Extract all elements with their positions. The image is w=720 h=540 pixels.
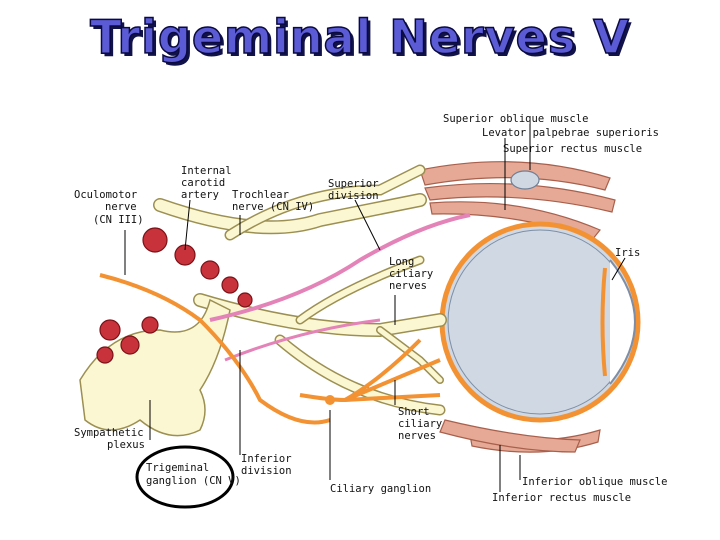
label-superior-division-1: Superior bbox=[328, 178, 379, 190]
label-trochlear-2: nerve (CN IV) bbox=[232, 201, 314, 213]
sympathetic-nerve-2 bbox=[224, 318, 381, 362]
superior-rectus-muscle bbox=[429, 201, 601, 241]
label-internal-carotid-3: artery bbox=[181, 189, 219, 201]
label-levator: Levator palpebrae superioris bbox=[482, 127, 659, 139]
ciliary-ganglion-node bbox=[325, 395, 335, 405]
eyeball bbox=[439, 221, 641, 423]
slide-title: Trigeminal Nerves V bbox=[89, 9, 630, 65]
parasympathetic-nerves bbox=[99, 273, 441, 425]
levator-muscle bbox=[424, 182, 616, 213]
label-sympathetic-1: Sympathetic bbox=[74, 427, 144, 439]
inferior-rectus-muscle bbox=[439, 419, 581, 453]
muscle-group bbox=[419, 161, 616, 453]
carotid-artery bbox=[96, 227, 253, 364]
highlight-ring bbox=[135, 445, 235, 509]
cornea bbox=[609, 259, 636, 385]
label-superior-rectus: Superior rectus muscle bbox=[503, 143, 642, 155]
label-inferior-division-2: division bbox=[241, 465, 292, 477]
label-long-ciliary-3: nerves bbox=[389, 280, 427, 292]
label-iris: Iris bbox=[615, 247, 640, 259]
sympathetic-nerve bbox=[209, 213, 471, 322]
label-short-ciliary-2: ciliary bbox=[398, 418, 442, 430]
label-short-ciliary-1: Short bbox=[398, 406, 430, 418]
label-superior-division-2: division bbox=[328, 190, 379, 202]
trochlea bbox=[510, 170, 540, 190]
label-inferior-division-1: Inferior bbox=[241, 453, 292, 465]
label-oculomotor-2: nerve bbox=[105, 201, 137, 213]
label-internal-carotid-2: carotid bbox=[181, 177, 225, 189]
label-long-ciliary-1: Long bbox=[389, 256, 414, 268]
label-long-ciliary-2: ciliary bbox=[389, 268, 433, 280]
iris-shape bbox=[600, 267, 607, 377]
label-ciliary-ganglion: Ciliary ganglion bbox=[330, 483, 431, 495]
label-oculomotor-3: (CN III) bbox=[93, 214, 144, 226]
label-oculomotor-1: Oculomotor bbox=[74, 189, 137, 201]
label-short-ciliary-3: nerves bbox=[398, 430, 436, 442]
label-inferior-oblique: Inferior oblique muscle bbox=[522, 476, 667, 488]
labels: Superior oblique muscle Levator palpebra… bbox=[74, 113, 667, 504]
label-trochlear-1: Trochlear bbox=[232, 189, 289, 201]
label-trigeminal-1: Trigeminal bbox=[146, 462, 209, 474]
leader-lines bbox=[124, 124, 626, 492]
label-superior-oblique: Superior oblique muscle bbox=[443, 113, 588, 125]
label-sympathetic-2: plexus bbox=[107, 439, 145, 451]
label-internal-carotid-1: Internal bbox=[181, 165, 232, 177]
label-inferior-rectus: Inferior rectus muscle bbox=[492, 492, 631, 504]
label-trigeminal-2: ganglion (CN V) bbox=[146, 475, 241, 487]
